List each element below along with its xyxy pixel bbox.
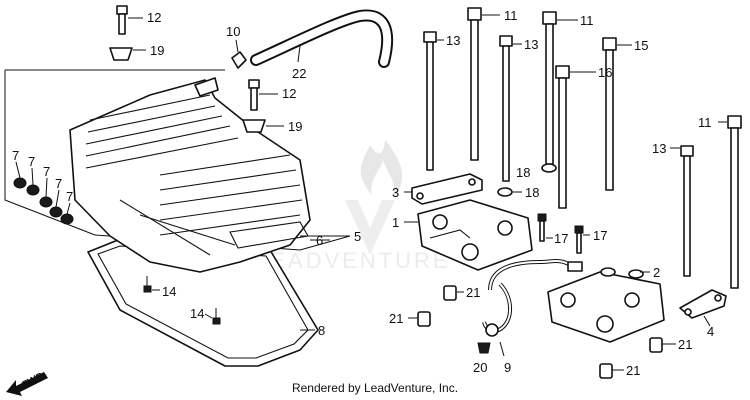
callout-17-b: 17 xyxy=(593,228,607,243)
footer-credit: Rendered by LeadVenture, Inc. xyxy=(291,381,459,395)
rocker-holder-1 xyxy=(404,199,533,271)
stud-13-left xyxy=(423,31,444,171)
bolt-11-far-right xyxy=(718,115,742,289)
callout-21-d: 21 xyxy=(626,363,640,378)
hose-clip-10 xyxy=(231,39,247,69)
callout-3: 3 xyxy=(392,185,399,200)
washer-18-group xyxy=(497,163,557,197)
callout-1: 1 xyxy=(392,215,399,230)
callout-7-d: 7 xyxy=(55,176,62,191)
callout-21-b: 21 xyxy=(389,311,403,326)
callout-7-c: 7 xyxy=(43,164,50,179)
callout-12-top: 12 xyxy=(147,10,161,25)
callout-19-top: 19 xyxy=(150,43,164,58)
watermark-logo: LEADVENTURE xyxy=(255,140,451,273)
rocker-holder-2 xyxy=(547,267,665,343)
callout-13-left: 13 xyxy=(446,33,460,48)
bolt-16 xyxy=(555,65,596,209)
callout-11-left: 11 xyxy=(504,8,518,23)
callout-20: 20 xyxy=(473,360,487,375)
callout-9: 9 xyxy=(504,360,511,375)
callout-21-c: 21 xyxy=(678,337,692,352)
bolt-12-top xyxy=(116,5,143,35)
bolt-17-group xyxy=(537,213,590,254)
screw-20 xyxy=(477,342,491,354)
stud-13-middle xyxy=(499,35,522,182)
callout-21-a: 21 xyxy=(466,285,480,300)
plate-4 xyxy=(679,289,727,327)
callout-18-a: 18 xyxy=(516,165,530,180)
callout-8: 8 xyxy=(318,323,325,338)
callout-11-right: 11 xyxy=(580,13,594,28)
callout-5: 5 xyxy=(354,229,361,244)
callout-17-a: 17 xyxy=(554,231,568,246)
callout-16: 16 xyxy=(598,65,612,80)
washer-19-lower xyxy=(242,119,284,133)
oil-pipe-9 xyxy=(482,259,583,357)
callout-2: 2 xyxy=(653,265,660,280)
callout-18-b: 18 xyxy=(525,185,539,200)
cylinder-head-cover xyxy=(69,77,311,273)
callout-labels: 12 19 10 22 12 19 7 7 7 7 7 6 5 14 14 8 … xyxy=(12,8,714,378)
callout-7-b: 7 xyxy=(28,154,35,169)
callout-6: 6 xyxy=(316,233,323,248)
dowel-pin-21-group xyxy=(408,285,676,379)
callout-4: 4 xyxy=(707,324,714,339)
stud-13-right xyxy=(670,145,694,277)
breather-hose-22 xyxy=(250,9,394,68)
watermark-text: LEADVENTURE xyxy=(255,248,451,273)
bolt-15 xyxy=(602,37,632,191)
callout-7-e: 7 xyxy=(66,189,73,204)
washer-19-top xyxy=(109,47,146,61)
bolt-12-lower xyxy=(248,79,278,111)
callout-12-lower: 12 xyxy=(282,86,296,101)
grommet-7-group xyxy=(13,161,74,225)
callout-22: 22 xyxy=(292,66,306,81)
callout-7-a: 7 xyxy=(12,148,19,163)
callout-13-middle: 13 xyxy=(524,37,538,52)
callout-10: 10 xyxy=(226,24,240,39)
bolt-11-left xyxy=(467,7,500,161)
callout-14-a: 14 xyxy=(162,284,176,299)
callout-13-right: 13 xyxy=(652,141,666,156)
callout-14-b: 14 xyxy=(190,306,204,321)
plate-3 xyxy=(404,173,483,205)
bolt-14-group xyxy=(143,276,221,325)
callout-15: 15 xyxy=(634,38,648,53)
callout-11-far-right: 11 xyxy=(698,115,712,130)
callout-19-lower: 19 xyxy=(288,119,302,134)
